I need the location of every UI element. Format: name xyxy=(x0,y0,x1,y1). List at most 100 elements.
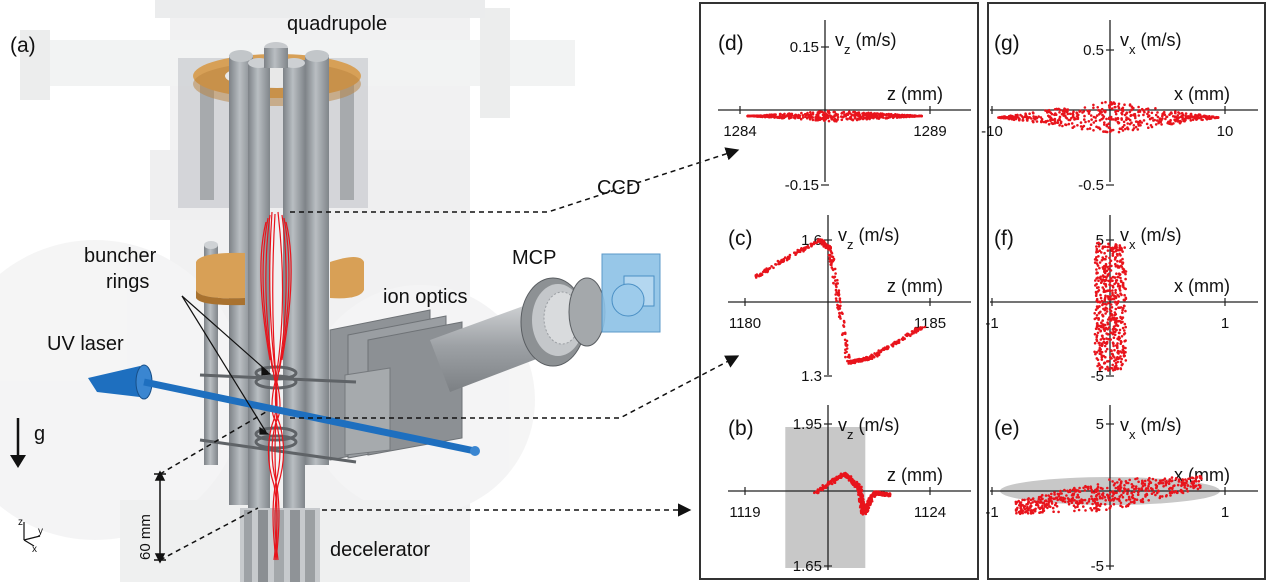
data-point xyxy=(1078,490,1082,493)
data-point xyxy=(1100,325,1103,329)
data-point xyxy=(1198,474,1202,478)
data-point xyxy=(1119,488,1122,491)
data-point xyxy=(832,281,835,285)
data-point xyxy=(1097,318,1100,321)
data-point xyxy=(1121,495,1125,499)
data-point xyxy=(1098,496,1102,500)
data-point xyxy=(761,115,764,119)
data-point xyxy=(1115,491,1118,495)
data-point xyxy=(1019,511,1023,514)
data-point xyxy=(1025,503,1028,506)
data-point xyxy=(1094,119,1098,123)
data-point xyxy=(1103,265,1107,268)
data-point xyxy=(1111,291,1114,295)
data-point xyxy=(1111,254,1115,257)
data-point xyxy=(816,117,819,121)
data-point xyxy=(1106,332,1109,336)
data-point xyxy=(1063,500,1067,504)
data-point xyxy=(1041,504,1044,508)
data-point xyxy=(839,472,843,476)
data-point xyxy=(1106,295,1110,298)
data-point xyxy=(1074,501,1078,505)
panel-label: (f) xyxy=(994,227,1014,250)
data-point xyxy=(849,117,852,121)
data-point xyxy=(805,116,809,120)
data-point xyxy=(1205,117,1208,120)
data-point xyxy=(1149,124,1153,127)
data-point xyxy=(1127,495,1131,499)
data-point xyxy=(1083,106,1087,109)
data-point xyxy=(1100,354,1103,357)
label-mcp: MCP xyxy=(512,247,556,269)
data-point xyxy=(1099,275,1102,279)
data-point xyxy=(1101,487,1104,491)
data-point xyxy=(1173,491,1176,494)
data-point xyxy=(838,307,842,310)
data-point xyxy=(1119,315,1122,319)
data-point xyxy=(1014,500,1018,504)
data-point xyxy=(1097,492,1100,496)
data-point xyxy=(873,492,877,496)
data-point xyxy=(1116,117,1120,121)
data-point xyxy=(1181,113,1184,116)
data-point xyxy=(837,294,841,297)
data-point xyxy=(1118,328,1122,332)
data-point xyxy=(1154,113,1158,117)
data-point xyxy=(797,250,801,254)
panel-link-arrows xyxy=(290,147,740,517)
data-point xyxy=(828,260,832,263)
x-tick-label: 1 xyxy=(1221,315,1229,332)
data-point xyxy=(1118,478,1121,481)
data-point xyxy=(1184,478,1187,481)
data-point xyxy=(1128,478,1131,482)
data-point xyxy=(1095,125,1098,129)
data-point xyxy=(1122,332,1126,336)
data-point xyxy=(886,347,890,350)
data-point xyxy=(844,473,848,477)
data-point xyxy=(1156,115,1160,119)
y-tick-label: 0.15 xyxy=(790,39,819,56)
data-point xyxy=(1095,255,1098,259)
data-point xyxy=(1122,306,1125,310)
data-point xyxy=(869,111,873,115)
data-point xyxy=(770,113,774,117)
data-point xyxy=(1098,109,1101,112)
data-point xyxy=(1098,261,1102,264)
data-point xyxy=(1102,115,1106,118)
data-point xyxy=(903,337,906,341)
panel-label: (c) xyxy=(728,227,753,250)
data-point xyxy=(832,276,836,279)
data-point xyxy=(1176,114,1179,117)
data-point xyxy=(1161,495,1164,498)
y-tick-label: 1.6 xyxy=(801,232,822,249)
y-tick-label: 1.3 xyxy=(801,368,822,385)
label-axis-x: x xyxy=(32,544,37,555)
data-point xyxy=(1032,115,1035,118)
data-point xyxy=(1072,125,1076,128)
data-point xyxy=(1093,341,1097,345)
buncher-ring xyxy=(196,241,364,465)
data-point xyxy=(1049,119,1052,122)
data-point xyxy=(1112,483,1116,487)
data-point xyxy=(1071,496,1075,500)
data-point xyxy=(796,248,799,252)
data-point xyxy=(1180,480,1183,484)
data-point xyxy=(1114,256,1117,260)
data-point xyxy=(1053,493,1056,496)
data-point xyxy=(1071,488,1075,492)
data-point xyxy=(1118,273,1122,276)
data-point xyxy=(1120,280,1123,284)
data-point xyxy=(838,474,842,478)
data-point xyxy=(1200,477,1203,480)
data-point xyxy=(1104,257,1107,261)
data-point xyxy=(1101,323,1105,326)
data-point xyxy=(1083,498,1087,502)
y-tick-label: 5 xyxy=(1096,232,1104,249)
data-point xyxy=(1089,114,1093,117)
data-point xyxy=(1155,484,1159,488)
data-point xyxy=(1164,483,1168,487)
data-point xyxy=(1098,344,1102,347)
data-point xyxy=(1116,497,1119,501)
data-point xyxy=(1123,487,1126,490)
